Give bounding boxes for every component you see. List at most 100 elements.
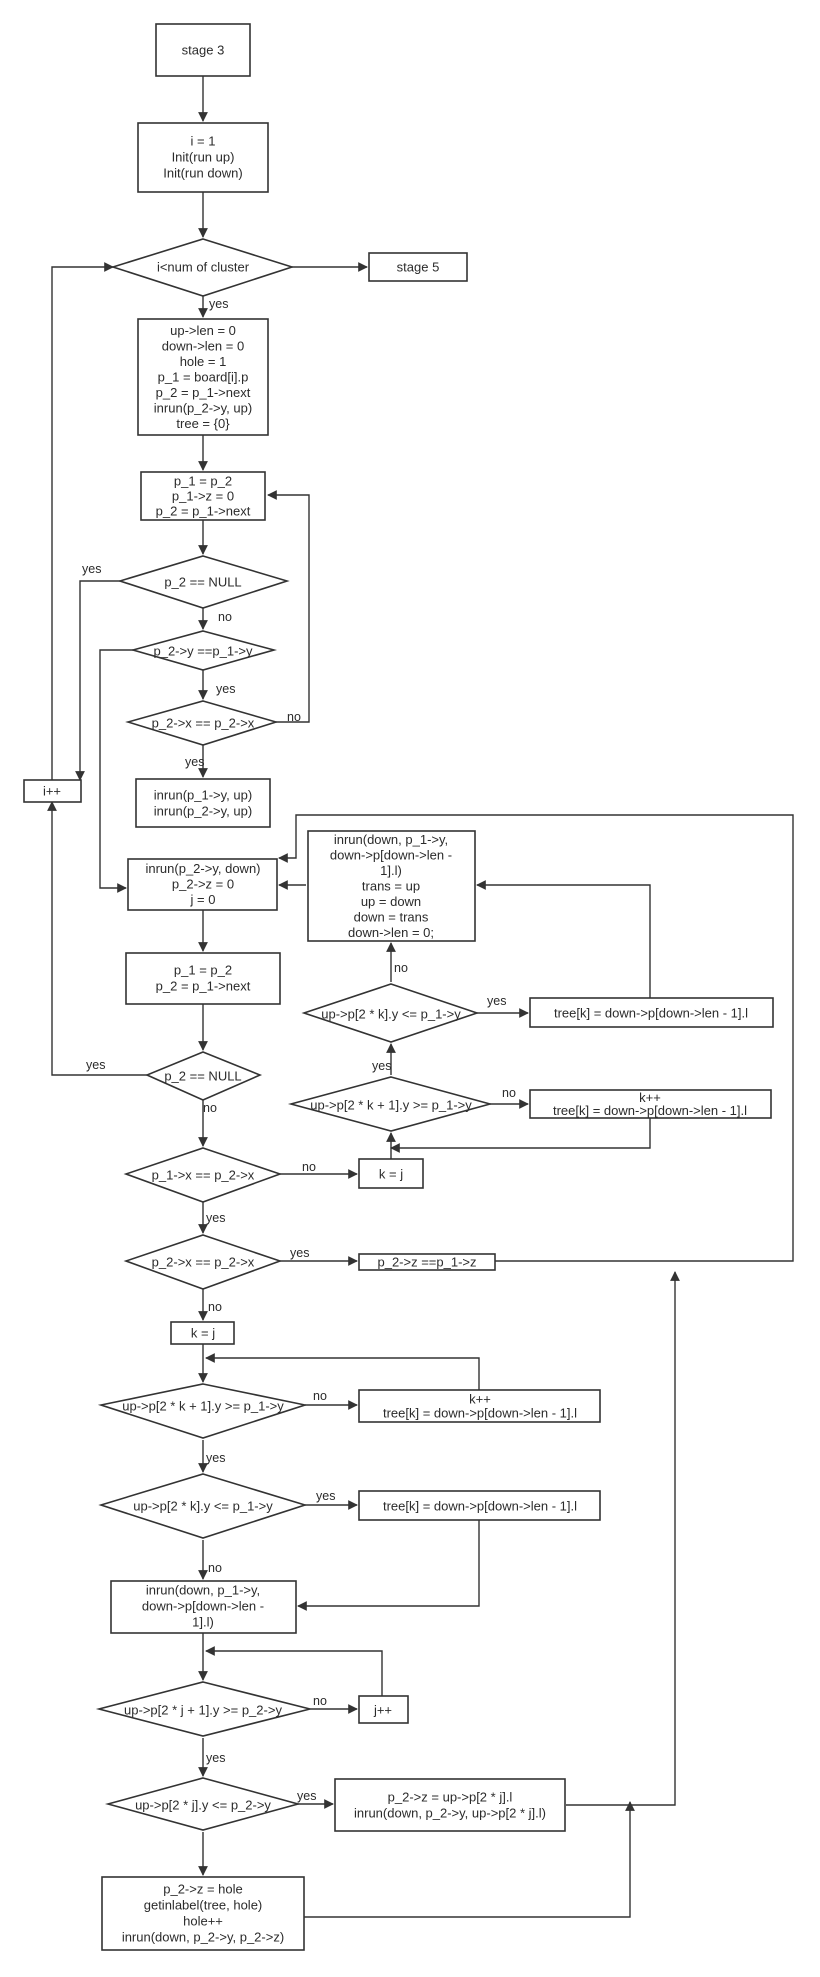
node-text-line: p_2 = p_1->next [156, 385, 251, 400]
kj2-box [170, 1321, 235, 1345]
rcondk-decision-text: up->p[2 * k].y <= p_1->y [321, 1007, 461, 1022]
init-box [137, 122, 269, 193]
rcondk1-decision-text: up->p[2 * k + 1].y >= p_1->y [310, 1098, 472, 1113]
node-text-line: Init(run down) [163, 166, 242, 181]
edge-jinc-loop [205, 1646, 383, 1696]
setup-box [137, 318, 269, 436]
kinc-box [358, 1389, 601, 1423]
node-text-line: stage 3 [182, 43, 225, 58]
node-text-line: inrun(down, p_2->y, p_2->z) [122, 1930, 284, 1945]
node-text-line: p_2->z = up->p[2 * j].l [388, 1790, 513, 1805]
swap-box [307, 830, 476, 942]
inrunup-box [135, 778, 271, 828]
label-yes-y: yes [216, 682, 235, 696]
condk-decision-text: up->p[2 * k].y <= p_1->y [133, 1499, 273, 1514]
node-text-line: p_1 = p_2 [174, 474, 232, 489]
stage5-box [368, 252, 468, 282]
iinc-box [23, 779, 82, 803]
rtree-box [529, 997, 774, 1028]
node-text-line: p_2->x == p_2->x [152, 1255, 255, 1270]
node-text-line: j = 0 [190, 892, 216, 907]
node-text-line: tree[k] = down->p[down->len - 1].l [383, 1406, 577, 1421]
node-text-line: 1].l) [192, 1615, 214, 1630]
label-yes-x3: yes [290, 1246, 309, 1260]
node-text-line: up->p[2 * k + 1].y >= p_1->y [310, 1098, 472, 1113]
kj1-text: k = j [379, 1167, 403, 1182]
rkinc-text: k++tree[k] = down->p[down->len - 1].l [553, 1090, 747, 1118]
node-text-line: up->len = 0 [170, 323, 236, 338]
node-text-line: down->len = 0 [162, 339, 244, 354]
node-text-line: inrun(p_2->y, up) [154, 401, 252, 416]
label-yes-rk: yes [487, 994, 506, 1008]
edge-rkinc-loop [390, 1118, 651, 1153]
node-text-line: p_2->z = hole [163, 1882, 243, 1897]
label-no-x3: no [208, 1300, 222, 1314]
null1-decision-text: p_2 == NULL [164, 575, 241, 590]
node-text-line: p_2->x == p_2->x [152, 716, 255, 731]
edge-labels: yes yes no yes no yes yes no no yes yes … [82, 297, 516, 1803]
node-text-line: 1].l) [380, 863, 402, 878]
label-yes-j: yes [297, 1789, 316, 1803]
jinc-box [358, 1695, 409, 1724]
condj1-decision-text: up->p[2 * j + 1].y >= p_2->y [124, 1703, 282, 1718]
node-text-line: p_2->y ==p_1->y [153, 644, 253, 659]
node-text-line: tree[k] = down->p[down->len - 1].l [553, 1103, 747, 1118]
condk1-decision [97, 1383, 309, 1439]
cluster-decision-text: i<num of cluster [157, 260, 250, 275]
edge-iinc-cluster [51, 262, 114, 780]
node-text-line: j++ [373, 1703, 392, 1718]
x1-decision [125, 700, 279, 746]
label-yes-k: yes [316, 1489, 335, 1503]
condj-decision-text: up->p[2 * j].y <= p_2->y [135, 1798, 271, 1813]
condk1-decision-text: up->p[2 * k + 1].y >= p_1->y [122, 1399, 284, 1414]
x3-decision [123, 1234, 283, 1290]
stage3-text: stage 3 [182, 43, 225, 58]
label-yes-x1: yes [185, 755, 204, 769]
node-text-line: trans = up [362, 879, 420, 894]
edges [47, 76, 794, 1918]
null2-decision [144, 1051, 263, 1101]
edge-rtree-swap [476, 880, 651, 998]
zassign-box [358, 1253, 496, 1271]
edge-tree-inrun2 [297, 1520, 480, 1611]
node-text-line: tree[k] = down->p[down->len - 1].l [554, 1006, 748, 1021]
edge-zassign-swap [278, 814, 794, 1262]
zassign-text: p_2->z ==p_1->z [377, 1255, 476, 1270]
iinc-text: i++ [43, 784, 61, 799]
node-text-line: p_1 = p_2 [174, 963, 232, 978]
node-text-line: p_2->z = 0 [172, 877, 234, 892]
x3-decision-text: p_2->x == p_2->x [152, 1255, 255, 1270]
inrun2-box [110, 1580, 297, 1634]
label-no-x2: no [302, 1160, 316, 1174]
edge-zj-zassign [566, 1271, 680, 1806]
label-yes-k1: yes [206, 1451, 225, 1465]
jinc-text: j++ [373, 1703, 392, 1718]
node-text-line: Init(run up) [172, 150, 235, 165]
inrundown-box [127, 858, 278, 911]
node-text-line: tree = {0} [176, 416, 230, 431]
kj2-text: k = j [191, 1326, 215, 1341]
inrun2-text: inrun(down, p_1->y,down->p[down->len -1]… [142, 1583, 264, 1630]
label-no-rk1: no [502, 1086, 516, 1100]
label-no-k1: no [313, 1389, 327, 1403]
stage3-box [155, 23, 251, 77]
cluster-decision [110, 238, 295, 297]
node-text-line: inrun(down, p_2->y, up->p[2 * j].l) [354, 1806, 546, 1821]
node-text-line: hole++ [183, 1914, 223, 1929]
rcondk-decision [301, 983, 480, 1043]
edge-null1-yes-iinc [75, 580, 120, 781]
node-text-line: up->p[2 * k + 1].y >= p_1->y [122, 1399, 284, 1414]
edge-y-no-inrundown [99, 649, 133, 893]
rkinc-box [529, 1089, 772, 1119]
label-no-j1: no [313, 1694, 327, 1708]
edge-x1-no-advance1 [267, 490, 310, 723]
stage5-text: stage 5 [397, 260, 440, 275]
node-text-line: i++ [43, 784, 61, 799]
edge-hole-zassign [304, 1801, 635, 1918]
